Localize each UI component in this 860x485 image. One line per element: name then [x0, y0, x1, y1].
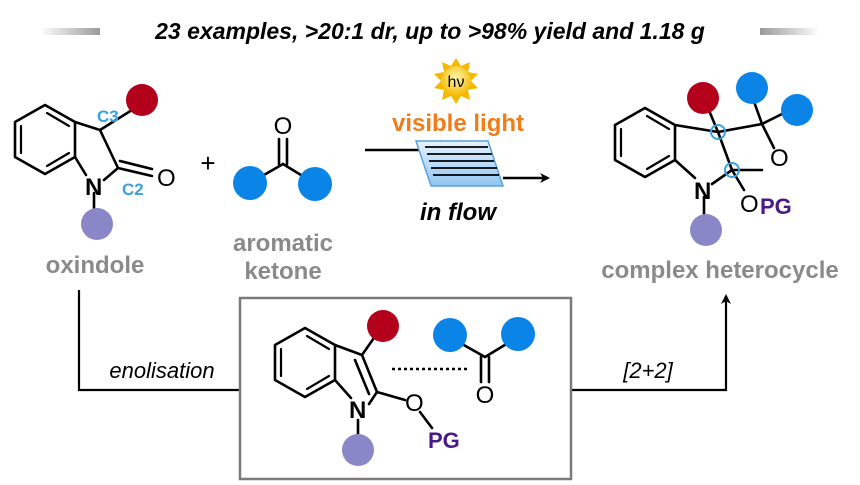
red-substituent [126, 84, 158, 116]
intermediate-box [238, 296, 573, 481]
enolisation-label: enolisation [109, 358, 214, 383]
oxindole-structure [13, 103, 154, 217]
sun-icon: hν [434, 58, 478, 104]
cycloaddition-label: [2+2] [622, 358, 673, 383]
ketone-blue-right [298, 167, 332, 201]
visible-light-label: visible light [392, 110, 524, 137]
hv-label: hν [448, 74, 465, 91]
product-ring-o-label: O [770, 145, 789, 172]
intermediate-blue-left [433, 318, 467, 352]
intermediate-blue-right [501, 317, 535, 351]
intermediate-purple-substituent [342, 434, 374, 466]
stereocentre-marker-bottom [724, 162, 740, 178]
product-red-substituent [687, 82, 719, 114]
purple-substituent [81, 208, 113, 240]
product-purple-substituent [690, 214, 722, 246]
intermediate-pg-label: PG [428, 428, 460, 453]
mechanism-path [77, 290, 731, 392]
product-blue-substituent-top [736, 72, 768, 104]
product-blue-substituent-right [781, 94, 813, 126]
stereocentre-marker-top [710, 124, 726, 140]
oxindole-n-label: N [85, 174, 102, 201]
flow-arrow [365, 148, 550, 183]
oxindole-name: oxindole [46, 252, 145, 279]
c3-label: C3 [97, 107, 119, 126]
intermediate-o-label: O [405, 390, 424, 417]
plus-sign: + [200, 148, 215, 178]
intermediate-ketone-o-label: O [476, 382, 495, 409]
intermediate-red-substituent [367, 310, 399, 342]
ketone-blue-left [233, 166, 267, 200]
product-name: complex heterocycle [601, 257, 838, 284]
flow-reactor-icon [414, 140, 505, 187]
ketone-o-label: O [274, 113, 293, 140]
product-o-pg-label: O [740, 191, 759, 218]
ketone-name-line2: ketone [244, 258, 321, 285]
in-flow-label: in flow [420, 199, 497, 226]
product-pg-label: PG [760, 194, 792, 219]
oxindole-o-label: O [157, 165, 176, 192]
intermediate-n-label: N [349, 397, 366, 424]
banner: 23 examples, >20:1 dr, up to >98% yield … [40, 18, 820, 44]
c2-label: C2 [122, 180, 144, 199]
banner-text: 23 examples, >20:1 dr, up to >98% yield … [154, 18, 705, 44]
ketone-name-line1: aromatic [233, 230, 333, 257]
product-n-label: N [694, 178, 711, 205]
